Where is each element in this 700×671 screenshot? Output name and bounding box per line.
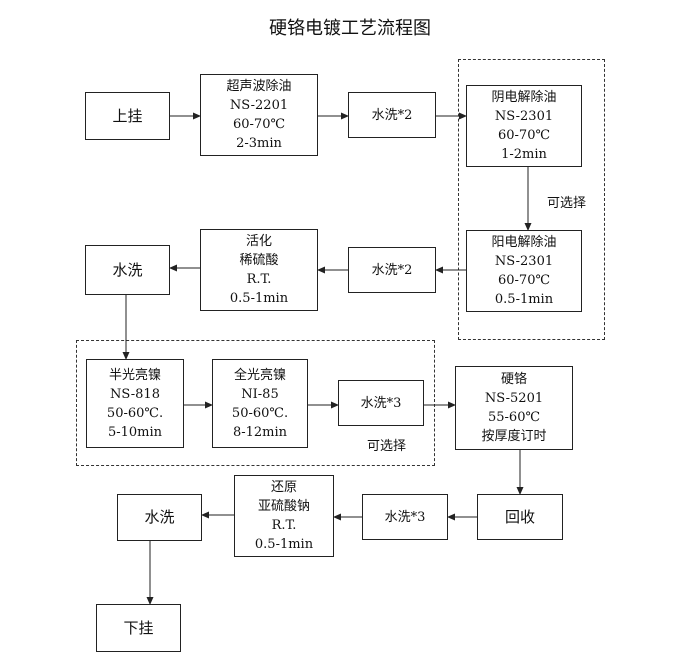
step-anodic-degrease: 阳电解除油 NS-2301 60-70℃ 0.5-1min (466, 230, 582, 312)
step-line: 0.5-1min (229, 291, 289, 306)
step-line: 0.5-1min (494, 292, 554, 307)
step-line: 回收 (504, 507, 535, 526)
step-line: 半光亮镍 (108, 367, 161, 383)
step-hang-on: 上挂 (85, 92, 170, 140)
step-line: R.T. (271, 518, 297, 533)
step-line: 1-2min (501, 147, 547, 162)
step-recovery: 回收 (477, 494, 563, 540)
step-reduction: 还原 亚硫酸钠 R.T. 0.5-1min (234, 475, 334, 557)
step-line: 活化 (245, 234, 272, 249)
step-activation: 活化 稀硫酸 R.T. 0.5-1min (200, 229, 318, 311)
step-line: 下挂 (123, 618, 154, 637)
step-line: 50-60℃. (106, 405, 164, 421)
step-rinse-after-activation: 水洗 (85, 245, 170, 295)
optional-electro-degrease-group (458, 59, 605, 340)
step-line: 水洗*3 (360, 395, 402, 411)
step-line: NⅠ-85 (241, 386, 279, 402)
step-line: 水洗 (144, 508, 175, 526)
step-line: 稀硫酸 (239, 253, 279, 268)
step-rinse-x2-second: 水洗*2 (348, 247, 436, 293)
step-line: 60-70℃ (232, 117, 286, 132)
step-line: 水洗 (112, 260, 143, 279)
step-line: 超声波除油 (226, 79, 292, 94)
optional-nickel-note: 可选择 (367, 439, 407, 454)
step-rinse-x3-first: 水洗*3 (338, 380, 424, 426)
step-semi-bright-nickel: 半光亮镍 NS-818 50-60℃. 5-10min (86, 359, 184, 448)
step-line: 60-70℃ (497, 273, 551, 288)
step-line: 硬铬 (500, 372, 527, 387)
step-line: 水洗*2 (371, 262, 413, 278)
step-hard-chrome: 硬铬 NS-5201 55-60℃ 按厚度订时 (455, 366, 573, 450)
step-ultrasonic-degrease: 超声波除油 NS-2201 60-70℃ 2-3min (200, 74, 318, 156)
diagram-title: 硬铬电镀工艺流程图 (269, 18, 431, 39)
step-line: 亚硫酸钠 (257, 499, 310, 514)
step-line: 50-60℃. (231, 405, 289, 421)
step-line: NS-818 (110, 386, 160, 402)
step-line: 阳电解除油 (491, 235, 557, 250)
step-line: 水洗*2 (371, 107, 413, 123)
step-full-bright-nickel: 全光亮镍 NⅠ-85 50-60℃. 8-12min (212, 359, 308, 448)
step-line: 还原 (270, 480, 297, 495)
step-line: NS-2301 (494, 254, 554, 269)
step-cathodic-degrease: 阴电解除油 NS-2301 60-70℃ 1-2min (466, 85, 582, 167)
step-line: 55-60℃ (487, 410, 541, 425)
step-line: 60-70℃ (497, 128, 551, 143)
step-rinse-x3-second: 水洗*3 (362, 494, 448, 540)
step-line: 阴电解除油 (491, 90, 557, 105)
step-line: NS-2201 (229, 98, 289, 113)
step-rinse-x2-first: 水洗*2 (348, 92, 436, 138)
step-final-rinse: 水洗 (117, 494, 202, 541)
step-line: 上挂 (112, 106, 143, 125)
step-line: 全光亮镍 (233, 367, 286, 383)
optional-nickel-group (76, 340, 435, 466)
step-line: 水洗*3 (384, 509, 426, 525)
step-line: NS-2301 (494, 109, 554, 124)
step-line: 5-10min (107, 424, 163, 440)
step-line: 2-3min (236, 136, 282, 151)
step-line: 按厚度订时 (481, 429, 547, 444)
step-line: R.T. (246, 272, 272, 287)
optional-degrease-note: 可选择 (547, 196, 587, 211)
step-line: 0.5-1min (254, 537, 314, 552)
step-line: 8-12min (232, 424, 288, 440)
step-line: NS-5201 (484, 391, 544, 406)
step-unload: 下挂 (96, 604, 181, 652)
